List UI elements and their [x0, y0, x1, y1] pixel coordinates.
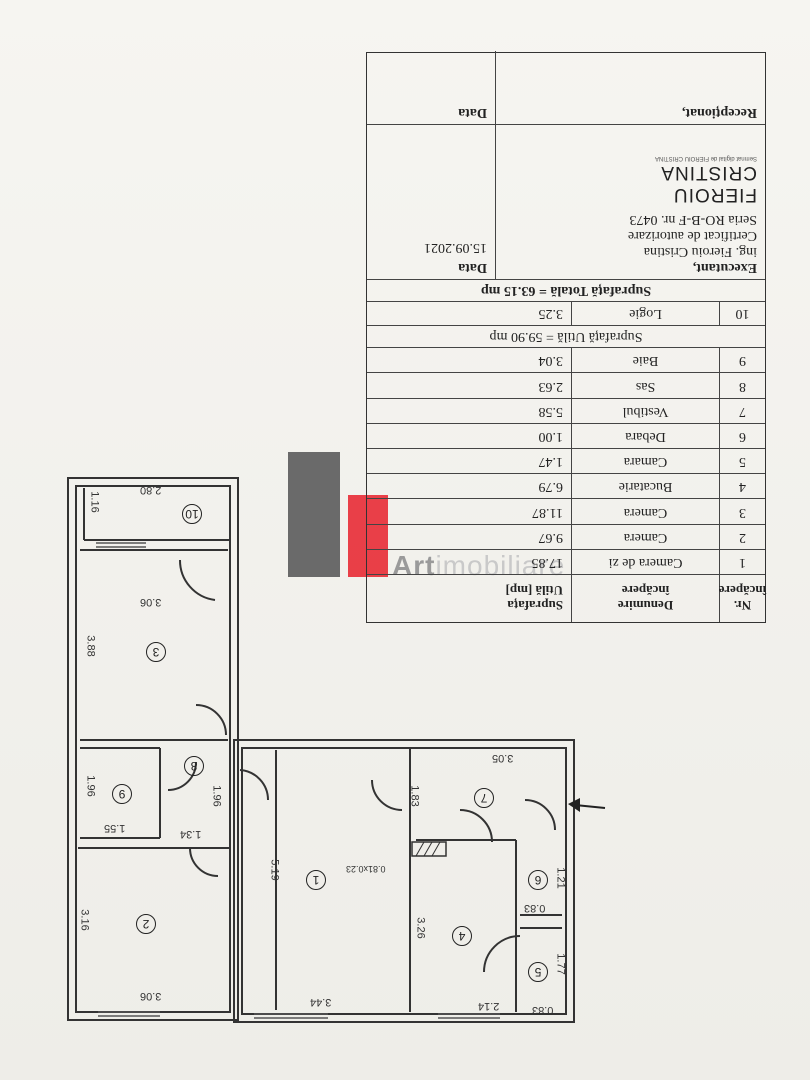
watermark-logo-grey — [288, 452, 340, 577]
dim-label: 1.96 — [210, 785, 223, 807]
watermark-text: Artimobiliare — [392, 550, 566, 581]
room-number-3: 3 — [146, 642, 166, 662]
room-number-8: 8 — [184, 756, 204, 776]
room-number-6: 6 — [528, 870, 548, 890]
dim-label: 1.34 — [180, 828, 202, 840]
dim-label: 0.83 — [532, 1004, 554, 1016]
dim-label: 3.16 — [78, 909, 91, 931]
watermark-logo-red — [348, 495, 388, 577]
room-number-5: 5 — [528, 962, 548, 982]
room-number-10: 10 — [182, 504, 202, 524]
dim-label: 3.06 — [140, 596, 162, 608]
dim-label: 0.83 — [524, 902, 546, 914]
dim-label: 0.81x0.23 — [346, 864, 386, 874]
dim-label: 1.77 — [554, 953, 567, 975]
dim-label: 2.14 — [478, 1000, 500, 1012]
dim-label: 1.83 — [408, 785, 421, 807]
dim-label: 1.55 — [104, 822, 126, 834]
dim-label: 5.19 — [268, 859, 281, 881]
room-number-7: 7 — [474, 788, 494, 808]
dim-label: 3.26 — [414, 917, 427, 939]
dim-label: 1.16 — [88, 491, 101, 513]
dim-label: 1.96 — [84, 775, 97, 797]
room-number-1: 1 — [306, 870, 326, 890]
room-number-2: 2 — [136, 914, 156, 934]
pillar-hatch — [411, 841, 447, 857]
entry-arrow-icon — [568, 798, 606, 812]
dim-label: 3.44 — [310, 996, 332, 1008]
dim-label: 1.21 — [554, 867, 567, 889]
room-number-4: 4 — [452, 926, 472, 946]
dim-label: 2.80 — [140, 484, 162, 496]
room-number-9: 9 — [112, 784, 132, 804]
dim-label: 3.06 — [140, 990, 162, 1002]
dim-label: 3.05 — [492, 752, 514, 764]
dim-label: 3.88 — [84, 635, 97, 657]
